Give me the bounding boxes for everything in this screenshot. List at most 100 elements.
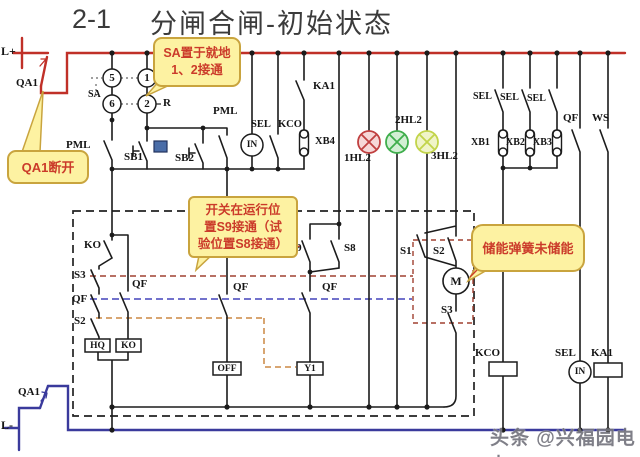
ws-label: WS [592, 112, 610, 124]
lamp-3hl2 [415, 130, 439, 154]
sa-terminal-6 [102, 94, 122, 114]
spring-callout: 储能弹簧未储能 [471, 224, 585, 272]
y1-coil-label: Y1 [304, 364, 316, 374]
pml-right-label: PML [213, 105, 238, 117]
s2-motor-label: S2 [433, 245, 445, 257]
ka1-coil-box [593, 362, 623, 378]
qa1-top-arrow [39, 58, 47, 67]
xb1-fuse [497, 129, 509, 157]
coil-boxes [84, 338, 623, 378]
hq-ko-merge [97, 351, 129, 431]
column-sa56-pml [103, 52, 113, 236]
kco-coil-label: KCO [475, 347, 501, 359]
qa1-callout: QA1断开 [7, 150, 89, 184]
sa-terminal-5-label: 5 [109, 72, 115, 84]
s9-callout-line3: 验位置S8接通） [197, 236, 289, 251]
qa1-bottom-label: QA1 [18, 386, 40, 398]
sel1-branch [494, 52, 504, 169]
sel3-label: SEL [527, 93, 546, 104]
motor-branch [416, 52, 457, 408]
qa1-callout-line1: QA1断开 [21, 159, 75, 175]
s3-motor-label: S3 [441, 304, 453, 316]
sel-bottom-label: SEL [555, 347, 576, 359]
s9-s8-y1-branch [301, 52, 340, 408]
qf-left2-label: QF [132, 278, 148, 290]
ka1-coil-label: KA1 [591, 347, 613, 359]
watermark: 头条 @兴福园电力 [490, 428, 636, 457]
junction-dots [109, 50, 611, 433]
qf-ko-branch [111, 234, 129, 340]
in-top-label: IN [246, 140, 258, 150]
s9-callout-line2: 置S9接通（试 [204, 219, 282, 234]
lamp-branches [368, 52, 428, 408]
lamp-2hl2-label: 2HL2 [395, 114, 422, 126]
qf-left-label: QF [72, 293, 88, 305]
xb4-label: XB4 [315, 136, 335, 147]
qf-s9-label: QF [322, 281, 338, 293]
kco-top-label: KCO [278, 119, 302, 130]
positive-rail-label: L+ [1, 44, 16, 58]
sa-callout: SA置于就地 1、2接通 [153, 37, 241, 87]
sel1-label: SEL [473, 91, 492, 102]
qa1-bottom-arrow [40, 391, 48, 402]
motor-unit-dashed-box [412, 239, 474, 324]
s2-left-label: S2 [74, 315, 86, 327]
hq-coil-label: HQ [90, 341, 105, 351]
qa1-top-label: QA1 [16, 77, 38, 89]
xb2-label: XB2 [506, 137, 525, 148]
off-coil-box [212, 361, 242, 376]
sa-terminal-6-label: 6 [109, 98, 115, 110]
sa-contact-circles [102, 68, 157, 114]
lamp-3hl2-label: 3HL2 [431, 150, 458, 162]
sb2-label: SB2 [175, 152, 194, 164]
qa1-callout-tail [20, 90, 44, 153]
y1-coil-box [296, 361, 324, 376]
sa-callout-line1: SA置于就地 [163, 46, 231, 60]
xb3-fuse [551, 129, 563, 157]
closing-chain-ko-s3-qf-s2 [90, 234, 113, 340]
s9-callout-line1: 开关在运行位 [205, 202, 281, 217]
r-label: R [163, 97, 171, 109]
off-coil-label: OFF [217, 364, 237, 374]
in-indicator-top [240, 133, 264, 157]
xb4-fuse [298, 129, 310, 157]
ka1-xb4-branch [295, 52, 305, 170]
s8-label: S8 [344, 242, 356, 254]
linkage-lines [90, 275, 413, 368]
pml-left-label: PML [66, 139, 91, 151]
sa-dotted-coupling [91, 77, 138, 105]
hq-coil-box [84, 338, 111, 353]
spring-callout-line1: 储能弹簧未储能 [482, 240, 574, 256]
title-number: 2-1 [72, 4, 112, 34]
s1-label: S1 [400, 245, 412, 257]
control-wiring [90, 52, 609, 431]
s3-left-label: S3 [74, 269, 86, 281]
kco-coil-branch [502, 167, 558, 431]
lamp-2hl2 [385, 130, 409, 154]
sb1-actuator [132, 145, 140, 157]
qf-sel-in-branch [571, 52, 581, 431]
sel-top-label: SEL [251, 119, 271, 130]
xb2-fuse [524, 129, 536, 157]
lamp-1hl2 [357, 130, 381, 154]
qf-top-right-label: QF [563, 112, 579, 124]
sa-terminal-5 [102, 68, 122, 88]
sa-terminal-1-label: 1 [144, 72, 150, 84]
kco-contact-branch [269, 52, 279, 170]
page-title: 分闸合闸-初始状态 [150, 9, 393, 39]
sel2-label: SEL [500, 92, 519, 103]
sel2-branch [521, 52, 531, 169]
sb2-pml-right [146, 127, 228, 170]
qf-mid-label: QF [233, 281, 249, 293]
sa-terminal-2-label: 2 [144, 98, 150, 110]
s9-callout: 开关在运行位 置S9接通（试 验位置S8接通） [188, 196, 298, 258]
xb3-label: XB3 [533, 137, 552, 148]
sb1-label: SB1 [124, 151, 143, 163]
sel3-branch [548, 52, 558, 169]
button-indicator [153, 140, 168, 153]
in-indicator-bottom [568, 360, 592, 384]
linkage-orange [96, 317, 296, 368]
ka1-top-label: KA1 [313, 80, 335, 92]
ko-coil-box [115, 338, 142, 353]
